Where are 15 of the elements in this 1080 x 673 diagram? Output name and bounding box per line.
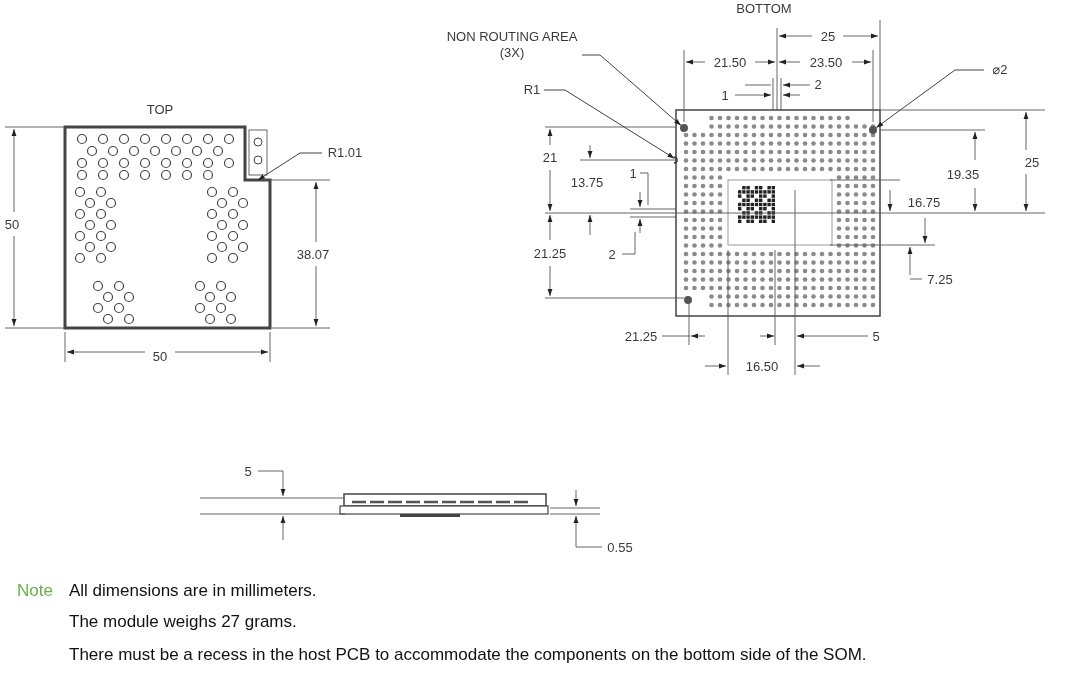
- callout-label: R1.01: [322, 145, 368, 161]
- callout-label: ⌀2: [984, 62, 1016, 78]
- note-text: There must be a recess in the host PCB to accommodate the components on the bottom side of the SOM.: [69, 645, 867, 665]
- leader-line: [875, 69, 985, 129]
- mounting-hole: [680, 124, 688, 132]
- leader-line: [581, 54, 682, 126]
- corner-notch: [673, 156, 678, 164]
- leader-line: [257, 152, 323, 181]
- note-heading: Note: [17, 581, 53, 601]
- mounting-hole: [869, 126, 877, 134]
- leader-line: [543, 89, 675, 159]
- callout-label: R1: [520, 82, 544, 98]
- note-text: All dimensions are in millimeters.: [69, 581, 317, 601]
- note-text: The module weighs 27 grams.: [69, 612, 297, 632]
- callout-label: NON ROUTING AREA (3X): [442, 29, 582, 61]
